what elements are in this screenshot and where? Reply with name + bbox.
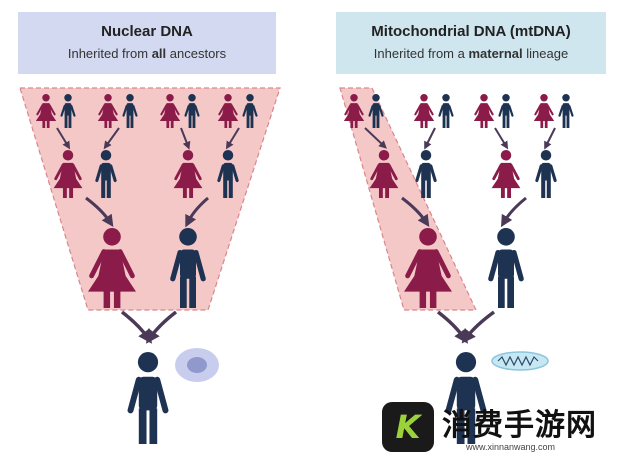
inheritance-arrow (225, 127, 240, 150)
male-person-icon (368, 94, 384, 128)
inheritance-arrow (85, 196, 114, 227)
male-person-icon (122, 94, 138, 128)
male-person-icon (170, 228, 206, 308)
mtdna-subtitle-post: lineage (522, 46, 569, 61)
maternal-lineage-highlight (339, 87, 477, 311)
female-person-icon (159, 94, 181, 128)
nuclear-subtitle-bold: all (151, 46, 167, 61)
male-person-icon (558, 94, 574, 128)
female-person-icon (369, 150, 399, 198)
cell-nucleus-icon (175, 348, 219, 382)
inheritance-arrow (494, 127, 509, 150)
inheritance-arrow (103, 127, 120, 150)
female-person-icon (343, 94, 365, 128)
inheritance-arrow (424, 127, 436, 150)
inheritance-arrows (56, 127, 556, 344)
inheritance-arrow (401, 196, 430, 227)
male-person-icon (242, 94, 258, 128)
mtdna-header: Mitochondrial DNA (mtDNA) Inherited from… (336, 12, 606, 74)
nuclear-dna-title: Nuclear DNA (101, 23, 193, 40)
male-person-icon (95, 150, 117, 198)
inheritance-arrow (56, 127, 71, 150)
male-person-icon (415, 150, 437, 198)
male-person-icon (498, 94, 514, 128)
inheritance-arrow (544, 127, 556, 150)
female-person-icon (88, 228, 136, 308)
male-person-icon (127, 352, 169, 444)
male-person-icon (488, 228, 524, 308)
female-person-icon (35, 94, 57, 128)
inheritance-arrow (185, 196, 209, 228)
female-person-icon (404, 228, 452, 308)
mtdna-title: Mitochondrial DNA (mtDNA) (371, 23, 571, 40)
watermark-url: www.xinnanwang.com (466, 442, 556, 452)
watermark-logo-letter: K (395, 408, 421, 446)
nuclear-inheritance-highlight (19, 87, 281, 311)
female-person-icon (533, 94, 555, 128)
inheritance-arrow (461, 310, 496, 344)
female-person-icon (53, 150, 83, 198)
inheritance-arrow (500, 196, 527, 228)
watermark-logo: K (382, 402, 434, 452)
male-person-icon (445, 352, 487, 444)
male-person-icon (184, 94, 200, 128)
male-person-icon (217, 150, 239, 198)
female-person-icon (413, 94, 435, 128)
male-person-icon (438, 94, 454, 128)
nuclear-dna-subtitle: Inherited from all ancestors (18, 46, 276, 61)
inheritance-arrow (436, 310, 468, 344)
inheritance-arrow (364, 127, 387, 149)
inheritance-arrow (180, 127, 191, 150)
inheritance-arrow (120, 310, 152, 344)
nuclear-dna-header: Nuclear DNA Inherited from all ancestors (18, 12, 276, 74)
nuclear-subtitle-pre: Inherited from (67, 46, 152, 61)
female-person-icon (217, 94, 239, 128)
people-group (35, 94, 574, 444)
female-person-icon (173, 150, 203, 198)
mtdna-subtitle-bold: maternal (468, 46, 523, 61)
female-person-icon (491, 150, 521, 198)
watermark-text: 消费手游网 (442, 408, 597, 443)
female-person-icon (473, 94, 495, 128)
male-person-icon (535, 150, 557, 198)
mitochondrion-icon (491, 351, 549, 371)
mtdna-subtitle: Inherited from a maternal lineage (336, 46, 606, 61)
male-person-icon (60, 94, 76, 128)
inheritance-arrow (146, 310, 178, 344)
female-person-icon (97, 94, 119, 128)
mtdna-subtitle-pre: Inherited from a (373, 46, 469, 61)
nuclear-subtitle-post: ancestors (166, 46, 227, 61)
